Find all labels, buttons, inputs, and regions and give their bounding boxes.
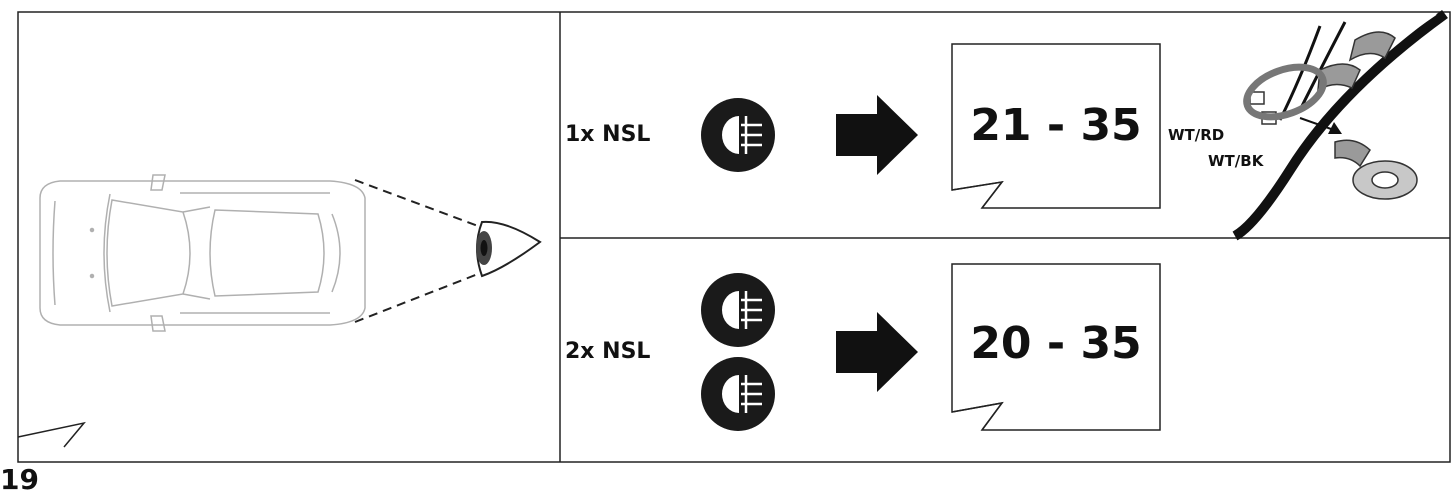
sight-line-top	[354, 179, 479, 227]
page-corner-tab	[17, 421, 86, 448]
insulation-tape-icon	[1334, 139, 1418, 200]
rear-fog-lamp-icon	[701, 98, 775, 172]
right-arrow-icon	[836, 95, 918, 175]
right-arrow-icon	[836, 312, 918, 392]
step-1-label: 1x NSL	[565, 122, 651, 147]
wire-bundle-illustration	[1232, 9, 1448, 241]
sight-line-bottom	[354, 273, 479, 323]
step-2-range: 20 - 35	[970, 318, 1142, 369]
rear-fog-lamp-icon	[701, 273, 775, 347]
car-top-view-icon	[39, 174, 366, 332]
page-number: 19	[0, 463, 39, 496]
outer-border	[17, 11, 1451, 463]
eye-icon	[476, 220, 542, 278]
wire-label-wt-rd: WT/RD	[1168, 126, 1225, 144]
step-2-label: 2x NSL	[565, 339, 651, 364]
wire-label-wt-bk: WT/BK	[1208, 152, 1264, 170]
step-1-range: 21 - 35	[970, 100, 1142, 151]
rear-fog-lamp-icon	[701, 357, 775, 431]
